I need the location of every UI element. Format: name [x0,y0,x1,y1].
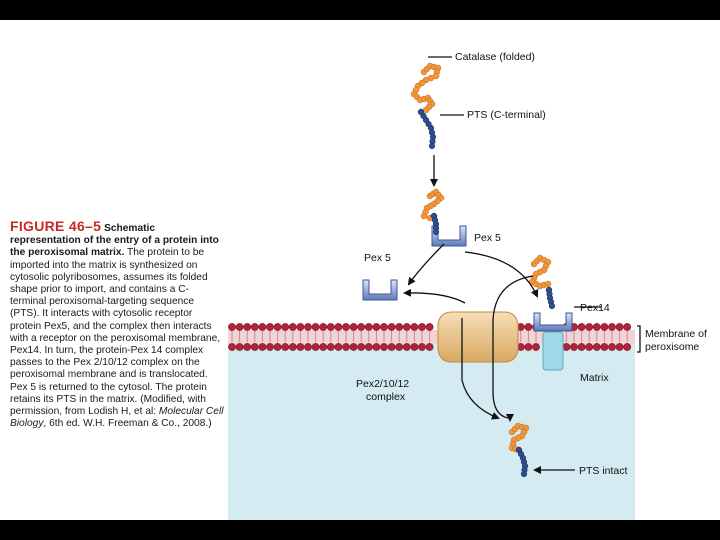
pex14-channel [542,331,564,371]
membrane-bracket [637,325,641,353]
catalase-protein-in-matrix [508,422,530,478]
arrow-translocation [461,318,500,420]
catalase-protein-folded [410,62,442,150]
caption-title: Schematic representation of the entry of… [10,223,219,259]
pathway-arrows [403,56,641,474]
membrane-bilayer [228,323,635,351]
caption-citation: , 6th ed. W.H. Freeman & Co., 2008.) [43,418,212,430]
pex5-receptor-free [362,279,398,301]
caption-book-title: Molecular Cell Biology [10,406,224,430]
lipid-heads [228,323,632,351]
pex5-receptor-at-pex14 [533,312,573,332]
label-membrane-line2: peroxisome [645,341,699,353]
catalase-protein-at-pex14 [528,254,556,310]
matrix-region [228,343,635,520]
arrow-release-pex5 [403,288,466,304]
label-pts-intact: PTS intact [579,465,628,477]
label-pts: PTS (C-terminal) [467,109,546,121]
label-membrane-line1: Membrane of [645,328,707,340]
label-pex21012-line2: complex [366,391,406,403]
arrow-pex5-return [407,243,445,286]
pex21012-complex [437,311,519,363]
label-pex5-bound: Pex 5 [474,232,501,244]
label-pex14: Pex14 [580,302,610,314]
caption-body: The protein to be imported into the matr… [10,247,221,418]
arrow-pex14-to-complex [492,275,534,392]
slide: Catalase (folded) PTS (C-terminal) Pex 5… [0,20,720,520]
label-pex5-free: Pex 5 [364,252,391,264]
label-pex21012-line1: Pex2/10/12 [356,378,409,390]
peroxisome-import-diagram: Catalase (folded) PTS (C-terminal) Pex 5… [228,51,707,520]
figure-caption: FIGURE 46–5 Schematic representation of … [10,218,225,430]
label-matrix: Matrix [580,372,609,384]
arrow-recycle [492,391,509,419]
catalase-protein-pts-exposed [420,188,445,236]
label-catalase: Catalase (folded) [455,51,535,63]
arrow-pex5-to-pex14 [464,251,539,298]
figure-label: FIGURE 46–5 [10,218,102,234]
